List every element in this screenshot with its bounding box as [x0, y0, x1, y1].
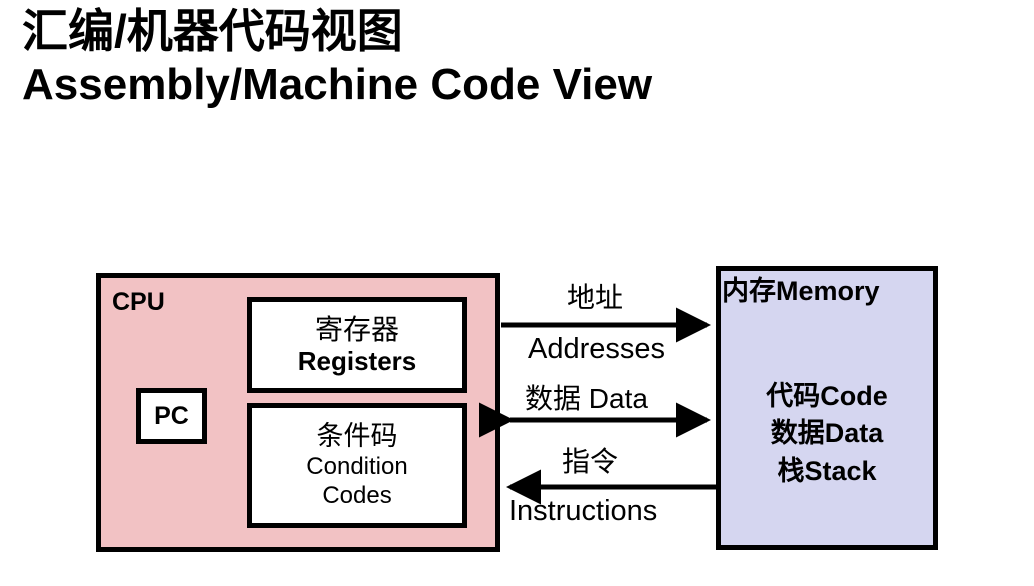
memory-content-data: 数据Data	[770, 418, 884, 449]
memory-block	[716, 266, 938, 550]
pc-block: PC	[136, 388, 207, 444]
bus-label-addresses-english: Addresses	[528, 333, 666, 365]
page-title-chinese: 汇编/机器代码视图	[22, 5, 403, 57]
registers-label-chinese: 寄存器	[314, 313, 399, 345]
pc-label: PC	[154, 401, 189, 430]
bus-label-data: 数据 Data	[525, 383, 648, 414]
condition-codes-label-chinese: 条件码	[316, 420, 398, 451]
memory-content-code: 代码Code	[766, 381, 888, 411]
bus-label-instructions-english: Instructions	[509, 495, 658, 527]
cpu-label: CPU	[112, 288, 165, 316]
registers-label-english: Registers	[297, 345, 417, 376]
page-title: 汇编/机器代码视图 Assembly/Machine Code View	[22, 4, 922, 112]
registers-block: 寄存器 Registers	[247, 297, 467, 393]
memory-title-label: 内存Memory	[722, 276, 880, 306]
page-title-english: Assembly/Machine Code View	[22, 60, 653, 110]
bus-label-addresses-chinese: 地址	[567, 282, 624, 313]
bus-label-instructions-chinese: 指令	[562, 446, 619, 477]
condition-codes-label-english-line2: Codes	[322, 482, 392, 510]
condition-codes-block: 条件码 Condition Codes	[247, 403, 467, 528]
condition-codes-label-english-line1: Condition	[306, 452, 408, 480]
memory-content-stack: 栈Stack	[777, 455, 877, 486]
memory-contents: 代码Code 数据Data 栈Stack	[716, 378, 938, 490]
